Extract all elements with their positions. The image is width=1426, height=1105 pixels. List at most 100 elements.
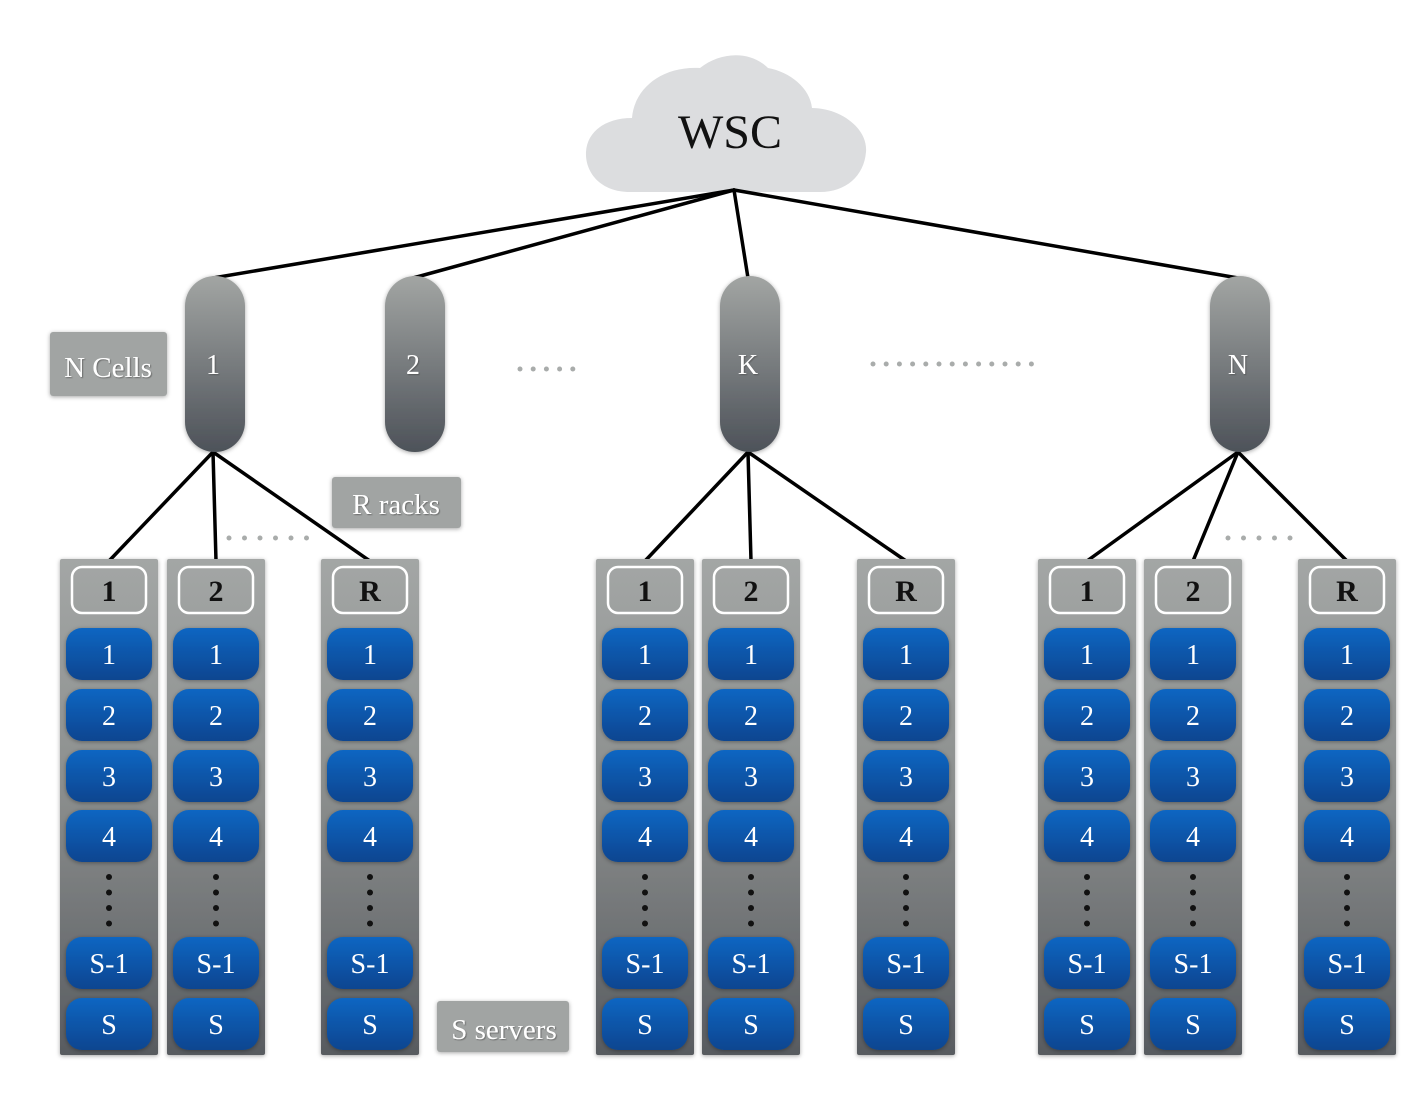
server-box xyxy=(173,937,259,989)
cloud-to-cell-line xyxy=(732,188,1240,280)
rack-header-badge xyxy=(712,565,790,615)
server-ellipsis-dot xyxy=(642,874,648,880)
n-cells-label xyxy=(50,332,167,396)
server-label: 4 xyxy=(1186,822,1200,853)
ellipsis-dot xyxy=(1002,361,1008,367)
server-1: 1 xyxy=(602,628,688,680)
server-label: S xyxy=(362,1010,378,1041)
server-box xyxy=(66,750,152,802)
server-2: 2 xyxy=(173,689,259,741)
rack-body xyxy=(702,559,800,1055)
server-label: 2 xyxy=(363,701,377,732)
server-label: 2 xyxy=(638,701,652,732)
server-label: S xyxy=(1185,1010,1201,1041)
server-box xyxy=(1304,689,1390,741)
cell-to-rack-line xyxy=(746,450,908,563)
server-4: 4 xyxy=(327,810,413,862)
ellipsis-dot xyxy=(1256,535,1262,541)
server-label: S-1 xyxy=(1328,949,1367,980)
server-label: 4 xyxy=(1340,822,1354,853)
server-4: 4 xyxy=(708,810,794,862)
server-2: 2 xyxy=(602,689,688,741)
server-1: 1 xyxy=(66,628,152,680)
cell-to-rack-line xyxy=(107,450,215,563)
server-S: S xyxy=(1304,998,1390,1050)
server-S: S xyxy=(327,998,413,1050)
rack-label: 1 xyxy=(102,575,117,608)
server-ellipsis-dot xyxy=(213,920,219,927)
cell-to-rack-line xyxy=(1085,450,1240,563)
cloud-to-cell-line xyxy=(732,188,750,280)
server-label: S xyxy=(1079,1010,1095,1041)
server-ellipsis-dot xyxy=(903,889,909,896)
server-ellipsis-dot xyxy=(1344,920,1350,927)
server-4: 4 xyxy=(1150,810,1236,862)
server-3: 3 xyxy=(1150,750,1236,802)
server-label: 4 xyxy=(1080,822,1094,853)
server-ellipsis-dot xyxy=(748,874,754,880)
r-racks-label xyxy=(332,477,461,528)
ellipsis-dot xyxy=(896,361,902,367)
server-label: S xyxy=(743,1010,759,1041)
server-label: 3 xyxy=(744,762,758,793)
server-label: 4 xyxy=(209,822,223,853)
server-3: 3 xyxy=(863,750,949,802)
rack-label: R xyxy=(895,575,917,608)
server-box xyxy=(708,628,794,680)
server-3: 3 xyxy=(602,750,688,802)
server-box xyxy=(708,937,794,989)
server-label: 3 xyxy=(638,762,652,793)
connection-lines xyxy=(107,188,1349,563)
server-label: S-1 xyxy=(1174,949,1213,980)
rack-header-badge xyxy=(1048,565,1126,615)
wsc-cloud: WSC xyxy=(585,55,867,193)
server-2: 2 xyxy=(708,689,794,741)
server-label: 2 xyxy=(102,701,116,732)
server-ellipsis-dot xyxy=(213,874,219,880)
rack-body xyxy=(1144,559,1242,1055)
server-label: S xyxy=(101,1010,117,1041)
ellipsis-dot xyxy=(226,535,232,541)
server-label: 4 xyxy=(638,822,652,853)
cell-label: N xyxy=(1228,350,1248,381)
ellipsis-dot xyxy=(1225,535,1231,541)
server-box xyxy=(1304,628,1390,680)
server-label: 4 xyxy=(744,822,758,853)
server-label: S-1 xyxy=(887,949,926,980)
s-servers-label xyxy=(437,1001,569,1052)
server-box xyxy=(863,689,949,741)
server-ellipsis-dot xyxy=(1190,889,1196,896)
server-2: 2 xyxy=(863,689,949,741)
server-S-1: S-1 xyxy=(1044,937,1130,989)
rack-body xyxy=(596,559,694,1055)
server-4: 4 xyxy=(863,810,949,862)
server-2: 2 xyxy=(1150,689,1236,741)
server-4: 4 xyxy=(66,810,152,862)
ellipsis-dot xyxy=(288,535,294,541)
server-box xyxy=(1304,750,1390,802)
server-ellipsis-dot xyxy=(1190,874,1196,880)
server-label: S-1 xyxy=(351,949,390,980)
ellipsis-dot xyxy=(242,535,247,541)
server-box xyxy=(1044,998,1130,1050)
cell-pill xyxy=(720,276,780,452)
n-cells-label-text: N Cells xyxy=(64,352,152,384)
ellipsis-dot xyxy=(949,361,955,367)
server-box xyxy=(173,750,259,802)
server-label: S-1 xyxy=(90,949,129,980)
server-box xyxy=(1150,750,1236,802)
server-S-1: S-1 xyxy=(863,937,949,989)
server-label: 4 xyxy=(363,822,377,853)
server-S-1: S-1 xyxy=(173,937,259,989)
server-ellipsis-dot xyxy=(106,874,112,880)
server-label: 3 xyxy=(1340,762,1354,793)
server-3: 3 xyxy=(708,750,794,802)
ellipsis-dot xyxy=(557,366,563,372)
cell-pill xyxy=(1210,276,1270,452)
server-ellipsis-dot xyxy=(642,889,648,896)
r-racks-label-text: R racks xyxy=(352,489,440,521)
